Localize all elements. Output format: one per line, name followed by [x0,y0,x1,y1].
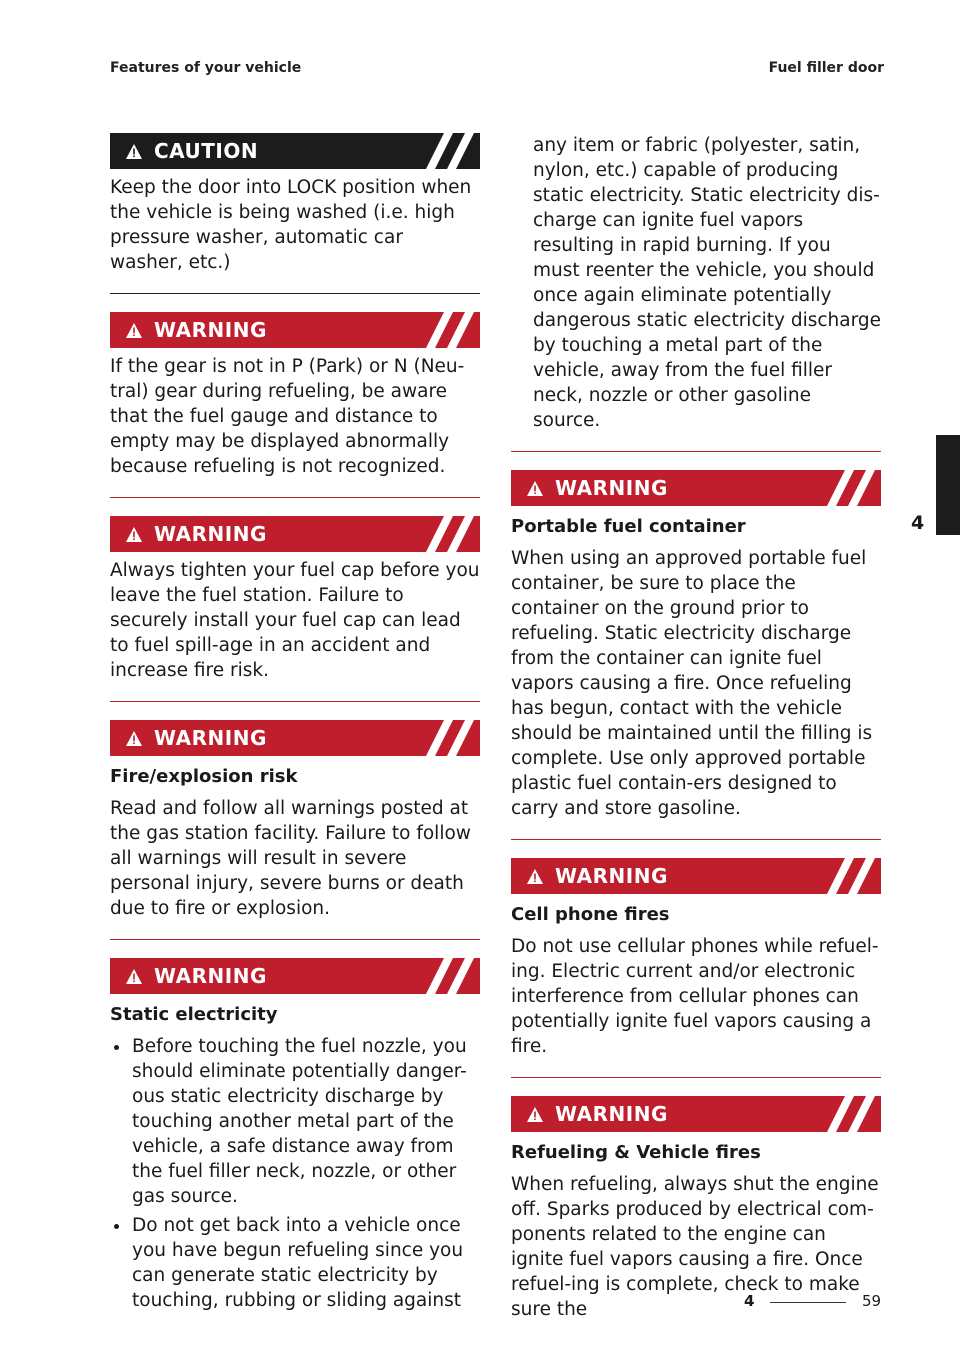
warning-text: Do not use cellular phones while refuel-… [511,936,879,1057]
section-divider [511,839,881,840]
warning-label: WARNING [154,522,267,546]
section-divider [511,1077,881,1078]
section-divider [110,293,480,294]
warning-banner: WARNING [110,516,480,552]
warning-text: Read and follow all warnings posted at t… [110,798,471,919]
stripes-decoration [426,958,474,994]
warning-triangle-icon [126,526,142,542]
warning-banner: WARNING [110,958,480,994]
stripes-decoration [426,133,474,169]
warning-text: If the gear is not in P (Park) or N (Neu… [110,356,465,477]
stripes-decoration [827,470,875,506]
warning-title: Cell phone fires [511,904,670,925]
warning-label: WARNING [555,476,668,500]
warning-banner: WARNING [511,1096,881,1132]
list-item: Before touching the fuel nozzle, you sho… [110,1034,480,1209]
warning-banner: WARNING [511,470,881,506]
warning-title: Portable fuel container [511,516,746,537]
warning-triangle-icon [527,480,543,496]
warning-banner: WARNING [110,312,480,348]
warning-banner: WARNING [110,720,480,756]
warning-triangle-icon [126,143,142,159]
stripes-decoration [426,516,474,552]
warning-title: Fire/explosion risk [110,766,298,787]
caution-banner: CAUTION [110,133,480,169]
warning-label: WARNING [154,964,267,988]
warning-label: WARNING [154,318,267,342]
section-divider [110,939,480,940]
warning-triangle-icon [126,968,142,984]
warning-banner: WARNING [511,858,881,894]
section-divider [110,701,480,702]
continued-text: any item or fabric (polyester, satin, ny… [533,135,881,431]
chapter-side-tab [936,435,960,535]
warning-title: Static electricity [110,1004,278,1025]
page-number: 59 [862,1292,882,1310]
warning-label: WARNING [555,1102,668,1126]
warning-label: WARNING [555,864,668,888]
running-head-section: Features of your vehicle [110,60,302,76]
warning-text: Always tighten your fuel cap before you … [110,560,480,681]
stripes-decoration [827,1096,875,1132]
warning-text: When using an approved portable fuel con… [511,548,873,819]
caution-label: CAUTION [154,139,259,163]
list-item: Do not get back into a vehicle once you … [110,1213,480,1313]
footer-divider [770,1302,846,1303]
stripes-decoration [426,312,474,348]
running-head-topic: Fuel filler door [768,60,884,76]
section-divider [110,497,480,498]
warning-triangle-icon [126,322,142,338]
warning-title: Refueling & Vehicle fires [511,1142,761,1163]
caution-text: Keep the door into LOCK position when th… [110,177,472,273]
footer-chapter-number: 4 [744,1292,755,1310]
stripes-decoration [426,720,474,756]
bullet-list: Before touching the fuel nozzle, you sho… [110,1034,480,1313]
chapter-tab-number: 4 [911,512,925,534]
warning-label: WARNING [154,726,267,750]
section-divider [511,451,881,452]
left-column: CAUTION Keep the door into LOCK position… [110,133,480,1317]
right-column: any item or fabric (polyester, satin, ny… [511,133,881,1322]
warning-triangle-icon [126,730,142,746]
warning-text: When refueling, always shut the engine o… [511,1174,879,1320]
warning-triangle-icon [527,868,543,884]
stripes-decoration [827,858,875,894]
warning-triangle-icon [527,1106,543,1122]
